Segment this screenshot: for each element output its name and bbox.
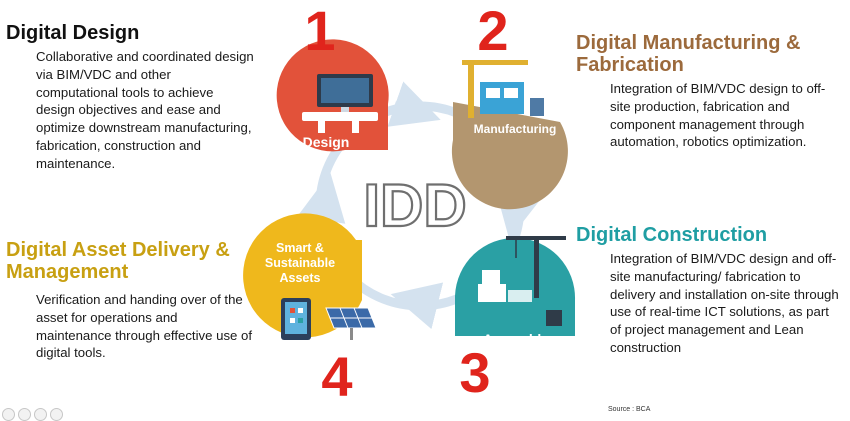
design-petal: Design (276, 39, 389, 152)
assembly-petal: Assembly (455, 236, 576, 347)
factory-icon (462, 60, 544, 118)
cycle-arrow-left (390, 282, 444, 330)
step-number-2: 2 (477, 0, 508, 62)
digital-manufacturing-heading: Digital Manufacturing & Fabrication (576, 32, 801, 77)
keyboard-icon (302, 112, 378, 133)
center-label: IDD (363, 172, 466, 239)
monitor-icon (317, 74, 373, 113)
assets-label-line3: Assets (280, 271, 321, 285)
crane-icon (506, 236, 566, 298)
step-number-4: 4 (321, 345, 352, 408)
tablet-icon (281, 298, 311, 340)
cycle-arrow-up (298, 172, 346, 224)
step-number-3: 3 (459, 341, 490, 404)
manufacturing-label: Manufacturing (474, 122, 557, 136)
assets-petal: Smart & Sustainable Assets (243, 213, 377, 340)
assembly-petal-shape (455, 237, 576, 336)
digital-construction-heading: Digital Construction (576, 224, 768, 246)
building-blocks-icon (478, 270, 562, 326)
assets-label-line2: Sustainable (265, 256, 335, 270)
cycle-arrow-right (387, 81, 441, 127)
assembly-label: Assembly (483, 331, 549, 347)
digital-design-description: Collaborative and coordinated design via… (36, 49, 254, 171)
zoom-out-icon[interactable] (2, 408, 15, 421)
digital-asset-heading: Digital Asset Delivery & Management (6, 239, 230, 284)
menu-icon[interactable] (50, 408, 63, 421)
manufacturing-petal-shape (451, 102, 568, 210)
design-label: Design (303, 134, 350, 150)
zoom-in-icon[interactable] (18, 408, 31, 421)
viewer-toolbar (2, 408, 63, 421)
assets-label-line1: Smart & (276, 241, 324, 255)
assets-petal-shape (243, 213, 362, 338)
step-number-1: 1 (304, 0, 335, 62)
digital-construction-description: Integration of BIM/VDC design and off-si… (610, 251, 839, 356)
digital-manufacturing-description: Integration of BIM/VDC design to off-sit… (610, 81, 826, 150)
source-note: Source : BCA (608, 406, 651, 413)
digital-design-heading: Digital Design (6, 22, 140, 44)
solar-panel-icon (325, 307, 377, 340)
fit-icon[interactable] (34, 408, 47, 421)
digital-asset-description: Verification and handing over of the ass… (36, 292, 253, 361)
manufacturing-petal: Manufacturing (451, 60, 568, 210)
